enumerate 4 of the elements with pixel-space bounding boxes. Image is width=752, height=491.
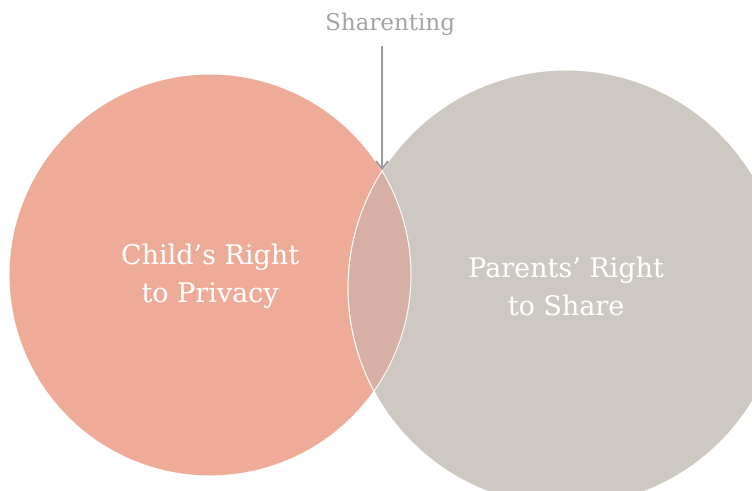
circle-label: Child’s Right to Privacy (120, 239, 300, 311)
callout-label: Sharenting (324, 9, 456, 38)
arrow (375, 46, 390, 170)
circle-label: Parents’ Right to Share (467, 252, 665, 324)
